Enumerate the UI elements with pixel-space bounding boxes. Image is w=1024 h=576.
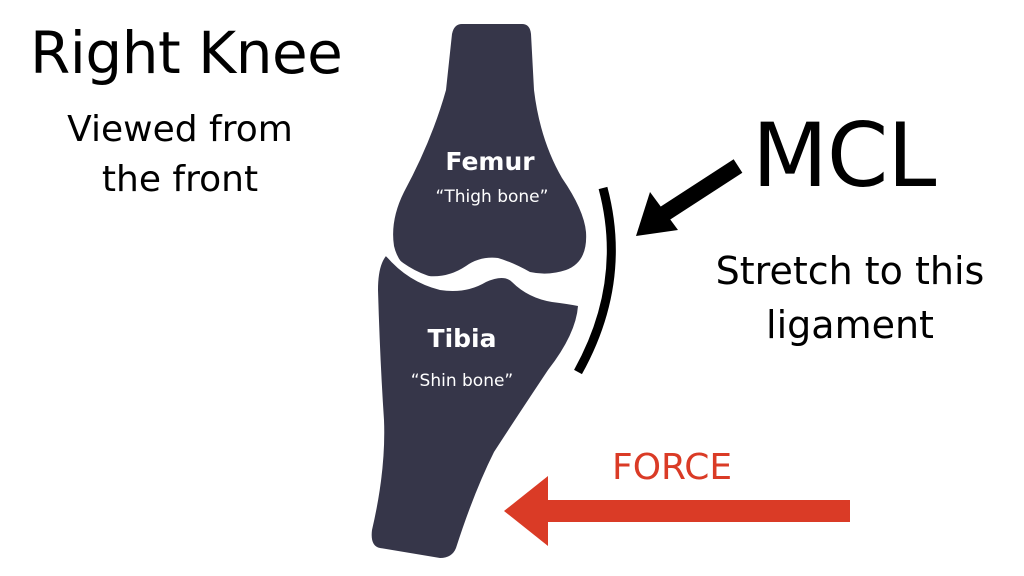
ligament-description-line1: Stretch to this (715, 249, 985, 293)
tibia-bone (371, 256, 578, 558)
femur-bone (393, 24, 587, 277)
diagram-subtitle-line1: Viewed from (67, 109, 293, 150)
arrow-down-left-icon (636, 159, 743, 236)
ligament-description-line2: ligament (766, 303, 934, 347)
ligament-label: MCL (752, 104, 936, 207)
femur-common-name: “Thigh bone” (436, 187, 549, 207)
tibia-common-name: “Shin bone” (411, 371, 514, 391)
force-label: FORCE (612, 447, 733, 488)
femur-label: Femur (445, 147, 535, 176)
tibia-label: Tibia (428, 324, 497, 353)
arrow-left-icon (504, 476, 850, 546)
diagram-subtitle-line2: the front (101, 159, 259, 200)
diagram-title: Right Knee (30, 19, 343, 87)
mcl-ligament (574, 186, 616, 375)
